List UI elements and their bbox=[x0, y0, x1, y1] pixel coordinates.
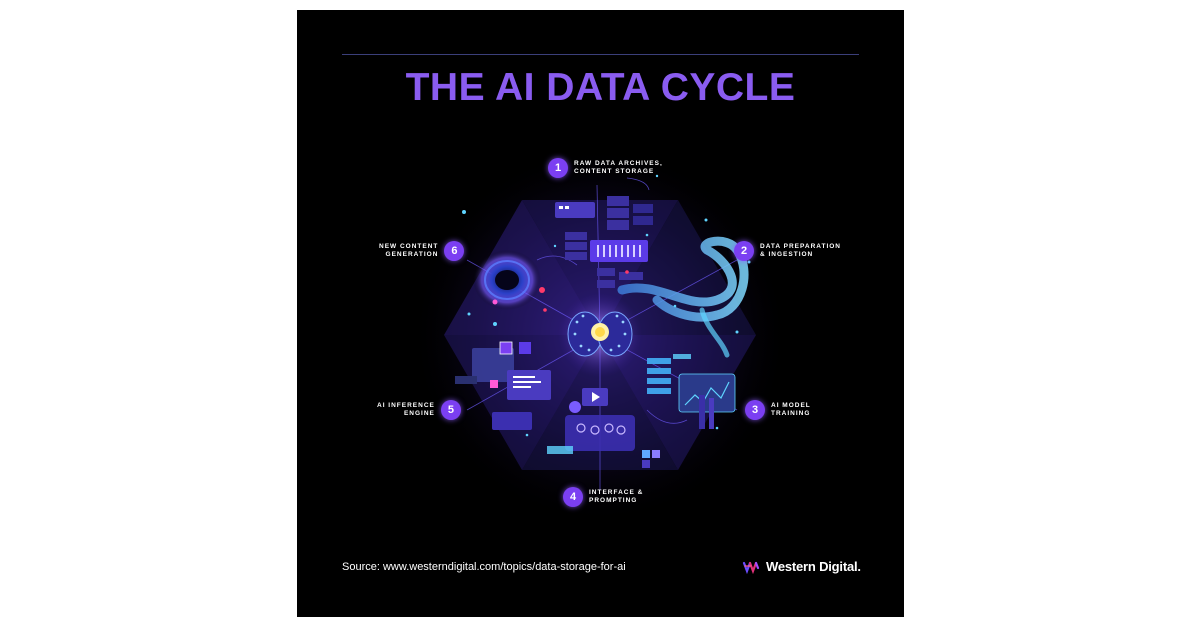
brain-icon bbox=[558, 293, 642, 377]
step-6: NEW CONTENT GENERATION 6 bbox=[379, 241, 465, 261]
vortex-icon bbox=[473, 250, 545, 310]
step-4: 4 INTERFACE & PROMPTING bbox=[563, 487, 643, 507]
step-5: AI INFERENCE ENGINE 5 bbox=[377, 400, 461, 420]
step-3-badge: 3 bbox=[745, 400, 765, 420]
infographic-panel: THE AI DATA CYCLE bbox=[297, 10, 904, 617]
brand: Western Digital. bbox=[742, 559, 861, 574]
step-3: 3 AI MODEL TRAINING bbox=[745, 400, 811, 420]
step-6-label: NEW CONTENT GENERATION bbox=[379, 243, 439, 258]
step-2-label: DATA PREPARATION & INGESTION bbox=[760, 243, 841, 258]
western-digital-logo-icon bbox=[742, 561, 760, 574]
brand-name: Western Digital. bbox=[766, 559, 861, 574]
step-4-badge: 4 bbox=[563, 487, 583, 507]
step-6-badge: 6 bbox=[444, 241, 465, 261]
storage-racks-icon bbox=[555, 196, 653, 288]
step-2: 2 DATA PREPARATION & INGESTION bbox=[734, 241, 841, 261]
step-4-label: INTERFACE & PROMPTING bbox=[589, 489, 644, 504]
step-1-label: RAW DATA ARCHIVES, CONTENT STORAGE bbox=[574, 160, 663, 175]
step-5-label: AI INFERENCE ENGINE bbox=[377, 402, 435, 417]
top-divider bbox=[342, 54, 859, 55]
inference-engine-icon bbox=[455, 341, 551, 430]
training-dashboard-icon bbox=[647, 354, 736, 429]
step-3-label: AI MODEL TRAINING bbox=[771, 402, 811, 417]
ai-data-cycle-diagram bbox=[410, 145, 790, 525]
source-text: Source: www.westerndigital.com/topics/da… bbox=[342, 561, 626, 573]
step-1-badge: 1 bbox=[548, 158, 568, 178]
step-1: 1 RAW DATA ARCHIVES, CONTENT STORAGE bbox=[548, 158, 663, 178]
particles bbox=[462, 174, 751, 437]
page-title: THE AI DATA CYCLE bbox=[405, 66, 796, 109]
accent-dots bbox=[543, 270, 629, 312]
step-5-badge: 5 bbox=[440, 400, 461, 420]
data-ribbon-icon bbox=[617, 236, 749, 358]
step-2-badge: 2 bbox=[734, 241, 754, 261]
prompt-interface-icon bbox=[547, 388, 660, 468]
